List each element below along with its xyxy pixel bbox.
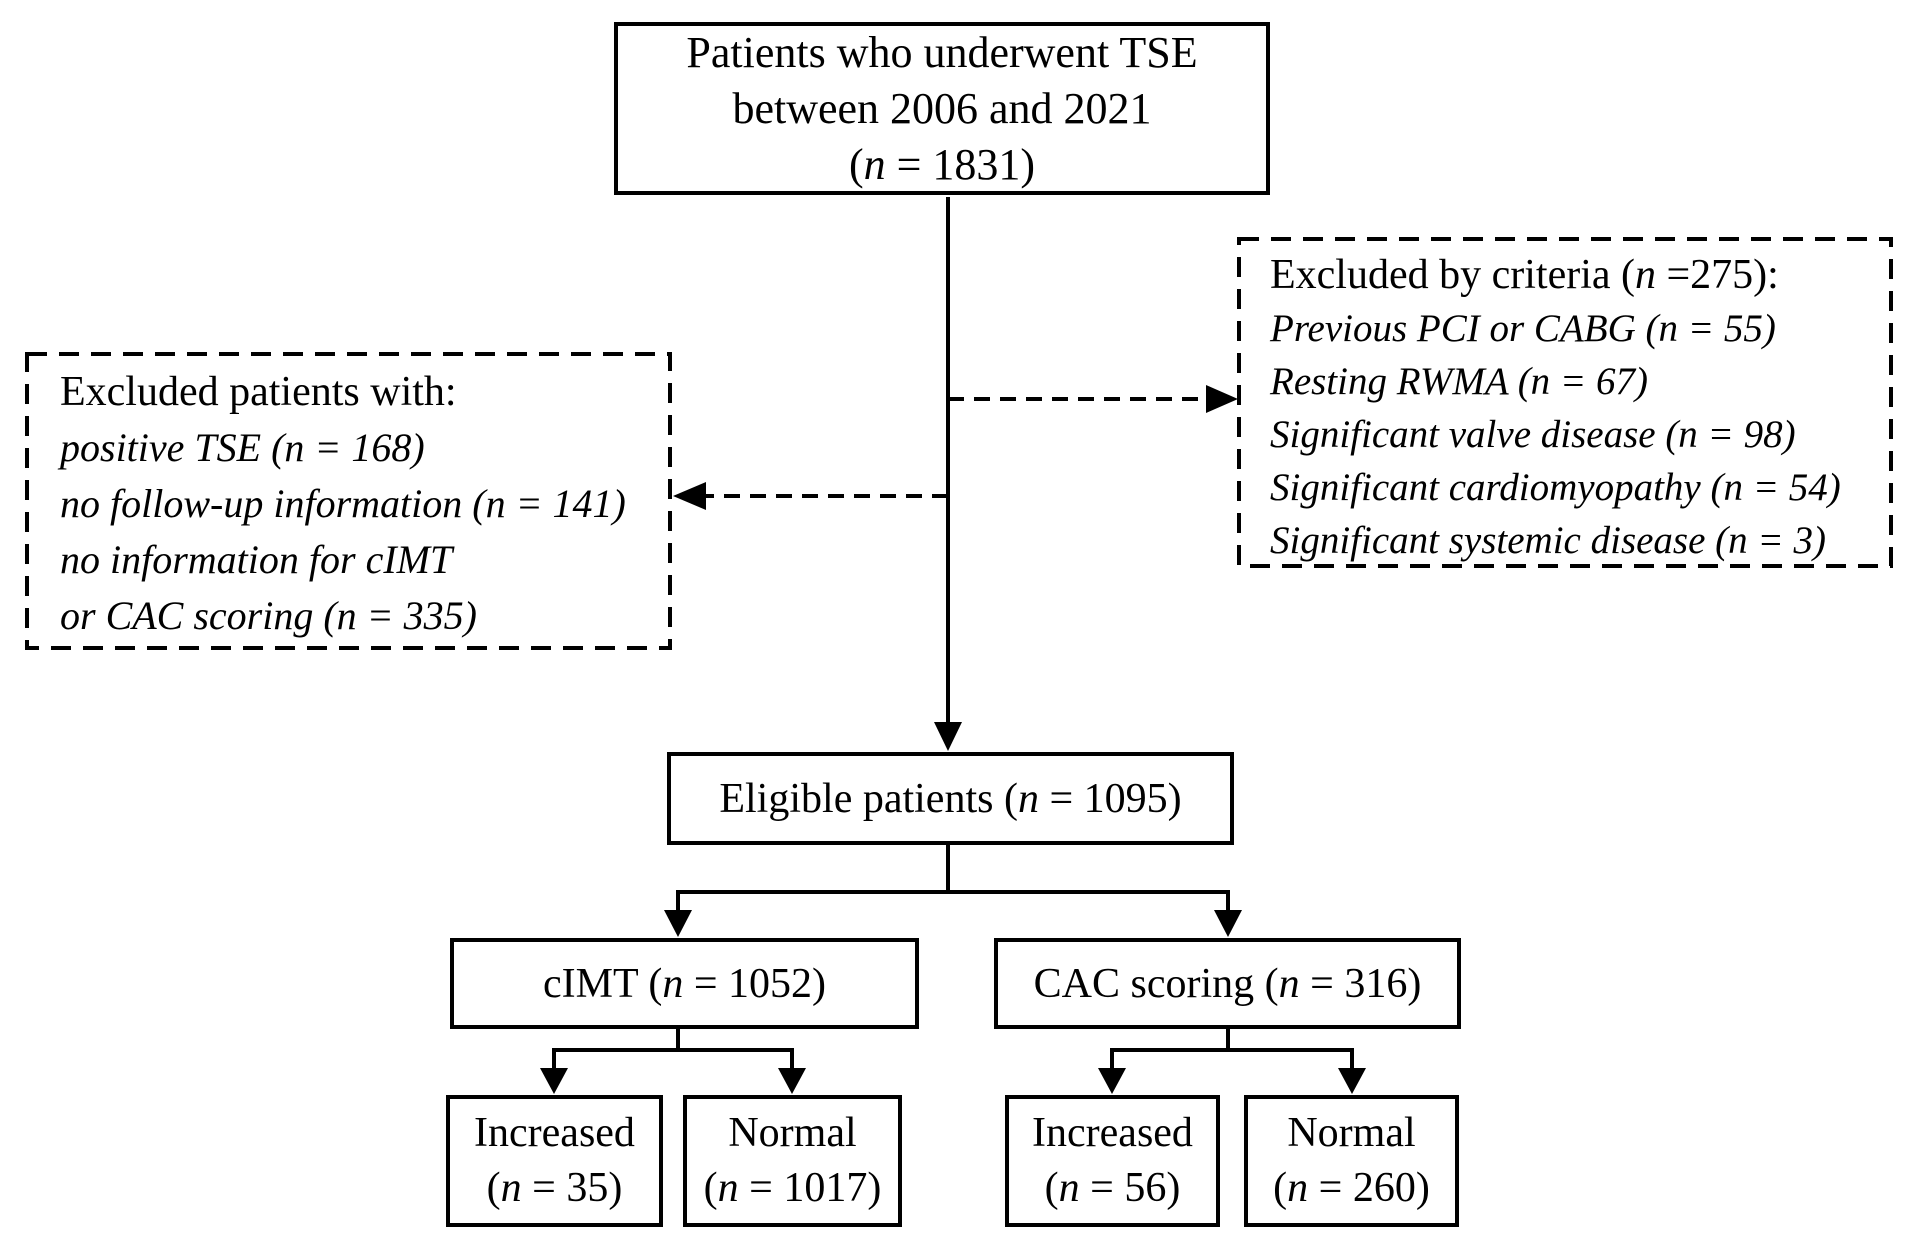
n-variable: n (1058, 1165, 1080, 1211)
exclusion-item: Previous PCI or CABG (n = 55) (1270, 307, 1776, 350)
n-count: (n = 1017) (704, 1161, 882, 1216)
arrowhead-to-eligible (934, 722, 962, 751)
box-text: cIMT ( (542, 960, 663, 1007)
box-eligible-patients: Eligible patients (n = 1095) (667, 752, 1234, 845)
exclusion-item: Significant cardiomyopathy (n = 54) (1270, 466, 1841, 509)
count-value: = 260) (1308, 1165, 1430, 1211)
paren-open: ( (1273, 1165, 1288, 1211)
paren-open: ( (848, 139, 864, 189)
box-line: between 2006 and 2021 (732, 81, 1151, 137)
box-excluded-by-criteria: Excluded by criteria (n =275): Previous … (1270, 249, 1876, 567)
count-value: = 1831) (885, 139, 1036, 189)
excluded-criteria-dashed-border (1237, 237, 1893, 568)
exclusion-item: Significant valve disease (n = 98) (1270, 413, 1796, 456)
count-value: = 35) (521, 1165, 623, 1211)
n-count: (n = 56) (1045, 1161, 1181, 1216)
count-value: = 316) (1299, 960, 1422, 1007)
box-cimt-increased: Increased (n = 35) (446, 1095, 663, 1227)
box-text: CAC scoring ( (1033, 960, 1279, 1007)
box-text: between 2006 and 2021 (732, 83, 1152, 133)
excluded-patients-dashed-border (25, 352, 672, 650)
count-value: = 1017) (738, 1165, 882, 1211)
exclusion-title: Excluded patients with: (60, 369, 457, 415)
arrowhead-to-cimt-increased (540, 1068, 568, 1094)
box-line: Normal (1287, 1110, 1416, 1156)
paren-open: ( (1044, 1165, 1059, 1211)
box-line: cIMT (n = 1052) (543, 960, 826, 1008)
box-line: Increased (1032, 1110, 1193, 1156)
n-count: (n = 1831) (849, 137, 1035, 193)
box-cac-increased: Increased (n = 56) (1005, 1095, 1220, 1227)
arrowhead-to-cac (1214, 910, 1242, 937)
box-line: Eligible patients (n = 1095) (719, 775, 1181, 823)
arrowhead-to-cac-increased (1098, 1068, 1126, 1094)
arrowhead-to-excluded-patients (673, 482, 706, 510)
title-text: Excluded by criteria ( (1270, 252, 1635, 298)
count-value: = 1052) (683, 960, 827, 1007)
exclusion-item: or CAC scoring (n = 335) (60, 593, 477, 638)
exclusion-title: Excluded by criteria (n =275): (1270, 249, 1876, 302)
title-text: =275): (1656, 252, 1779, 298)
arrowhead-to-cac-normal (1338, 1068, 1366, 1094)
n-variable: n (500, 1165, 522, 1211)
box-line: Patients who underwent TSE (686, 25, 1197, 81)
box-cac-normal: Normal (n = 260) (1244, 1095, 1459, 1227)
box-text: Eligible patients ( (719, 775, 1018, 822)
exclusion-item: no follow-up information (n = 141) (60, 481, 626, 526)
n-count: (n = 260) (1273, 1161, 1430, 1216)
n-variable: n (863, 139, 886, 189)
exclusion-item: positive TSE (n = 168) (60, 425, 425, 470)
box-cac-scoring: CAC scoring (n = 316) (994, 938, 1461, 1029)
exclusion-item: no information for cIMT (60, 537, 453, 582)
n-variable: n (717, 1165, 739, 1211)
box-cimt: cIMT (n = 1052) (450, 938, 919, 1029)
exclusion-item: Significant systemic disease (n = 3) (1270, 519, 1826, 562)
paren-open: ( (703, 1165, 718, 1211)
box-text: Patients who underwent TSE (686, 27, 1198, 77)
n-variable: n (1017, 775, 1039, 822)
count-value: = 56) (1079, 1165, 1181, 1211)
box-excluded-patients-with: Excluded patients with: positive TSE (n … (60, 364, 660, 644)
box-patients-underwent-tse: Patients who underwent TSE between 2006 … (614, 22, 1270, 195)
arrowhead-to-cimt (664, 910, 692, 937)
arrowhead-to-excluded-criteria (1206, 385, 1238, 413)
arrowhead-to-cimt-normal (778, 1068, 806, 1094)
paren-open: ( (486, 1165, 501, 1211)
n-variable: n (1287, 1165, 1309, 1211)
n-variable: n (1278, 960, 1300, 1007)
exclusion-item: Resting RWMA (n = 67) (1270, 360, 1648, 403)
n-count: (n = 35) (487, 1161, 623, 1216)
n-variable: n (1635, 252, 1656, 298)
box-cimt-normal: Normal (n = 1017) (683, 1095, 902, 1227)
n-variable: n (662, 960, 684, 1007)
count-value: = 1095) (1038, 775, 1182, 822)
box-line: Normal (728, 1110, 857, 1156)
box-line: Increased (474, 1110, 635, 1156)
box-line: CAC scoring (n = 316) (1034, 960, 1422, 1008)
